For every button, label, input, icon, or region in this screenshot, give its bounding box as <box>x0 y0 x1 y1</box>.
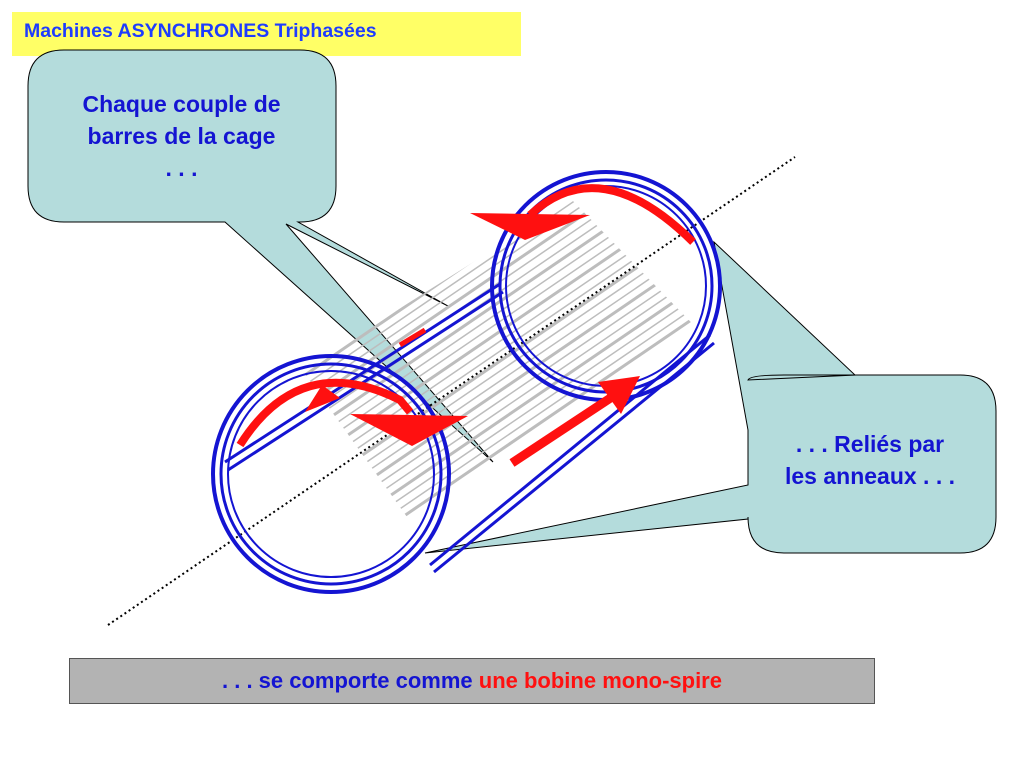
end-ring-front <box>211 354 451 594</box>
callout-right-bubble <box>424 240 997 554</box>
caption-red-text: une bobine mono-spire <box>478 668 722 693</box>
callout-left-line-2: barres de la cage <box>87 123 276 149</box>
cage-bar <box>302 200 609 456</box>
callout-left-line-3: . . . <box>165 155 198 181</box>
current-arrows <box>236 184 696 467</box>
cage-bar <box>302 200 604 449</box>
callout-right-line-2: les anneaux . . . <box>784 463 956 489</box>
slide-title: Machines ASYNCHRONES Triphasées <box>12 12 521 56</box>
callout-left-text: Chaque couple de barres de la cage . . . <box>34 88 329 184</box>
highlighted-bar-pair <box>224 282 715 574</box>
caption-blue-text: . . . se comporte comme <box>222 668 479 693</box>
caption-box: . . . se comporte comme une bobine mono-… <box>69 658 875 704</box>
callout-left-bubble <box>27 49 494 463</box>
callout-left-line-1: Chaque couple de <box>82 91 281 117</box>
rotation-axis <box>107 156 796 626</box>
callout-right-line-1: . . . Reliés par <box>795 431 945 457</box>
callout-right-text: . . . Reliés par les anneaux . . . <box>750 428 990 492</box>
